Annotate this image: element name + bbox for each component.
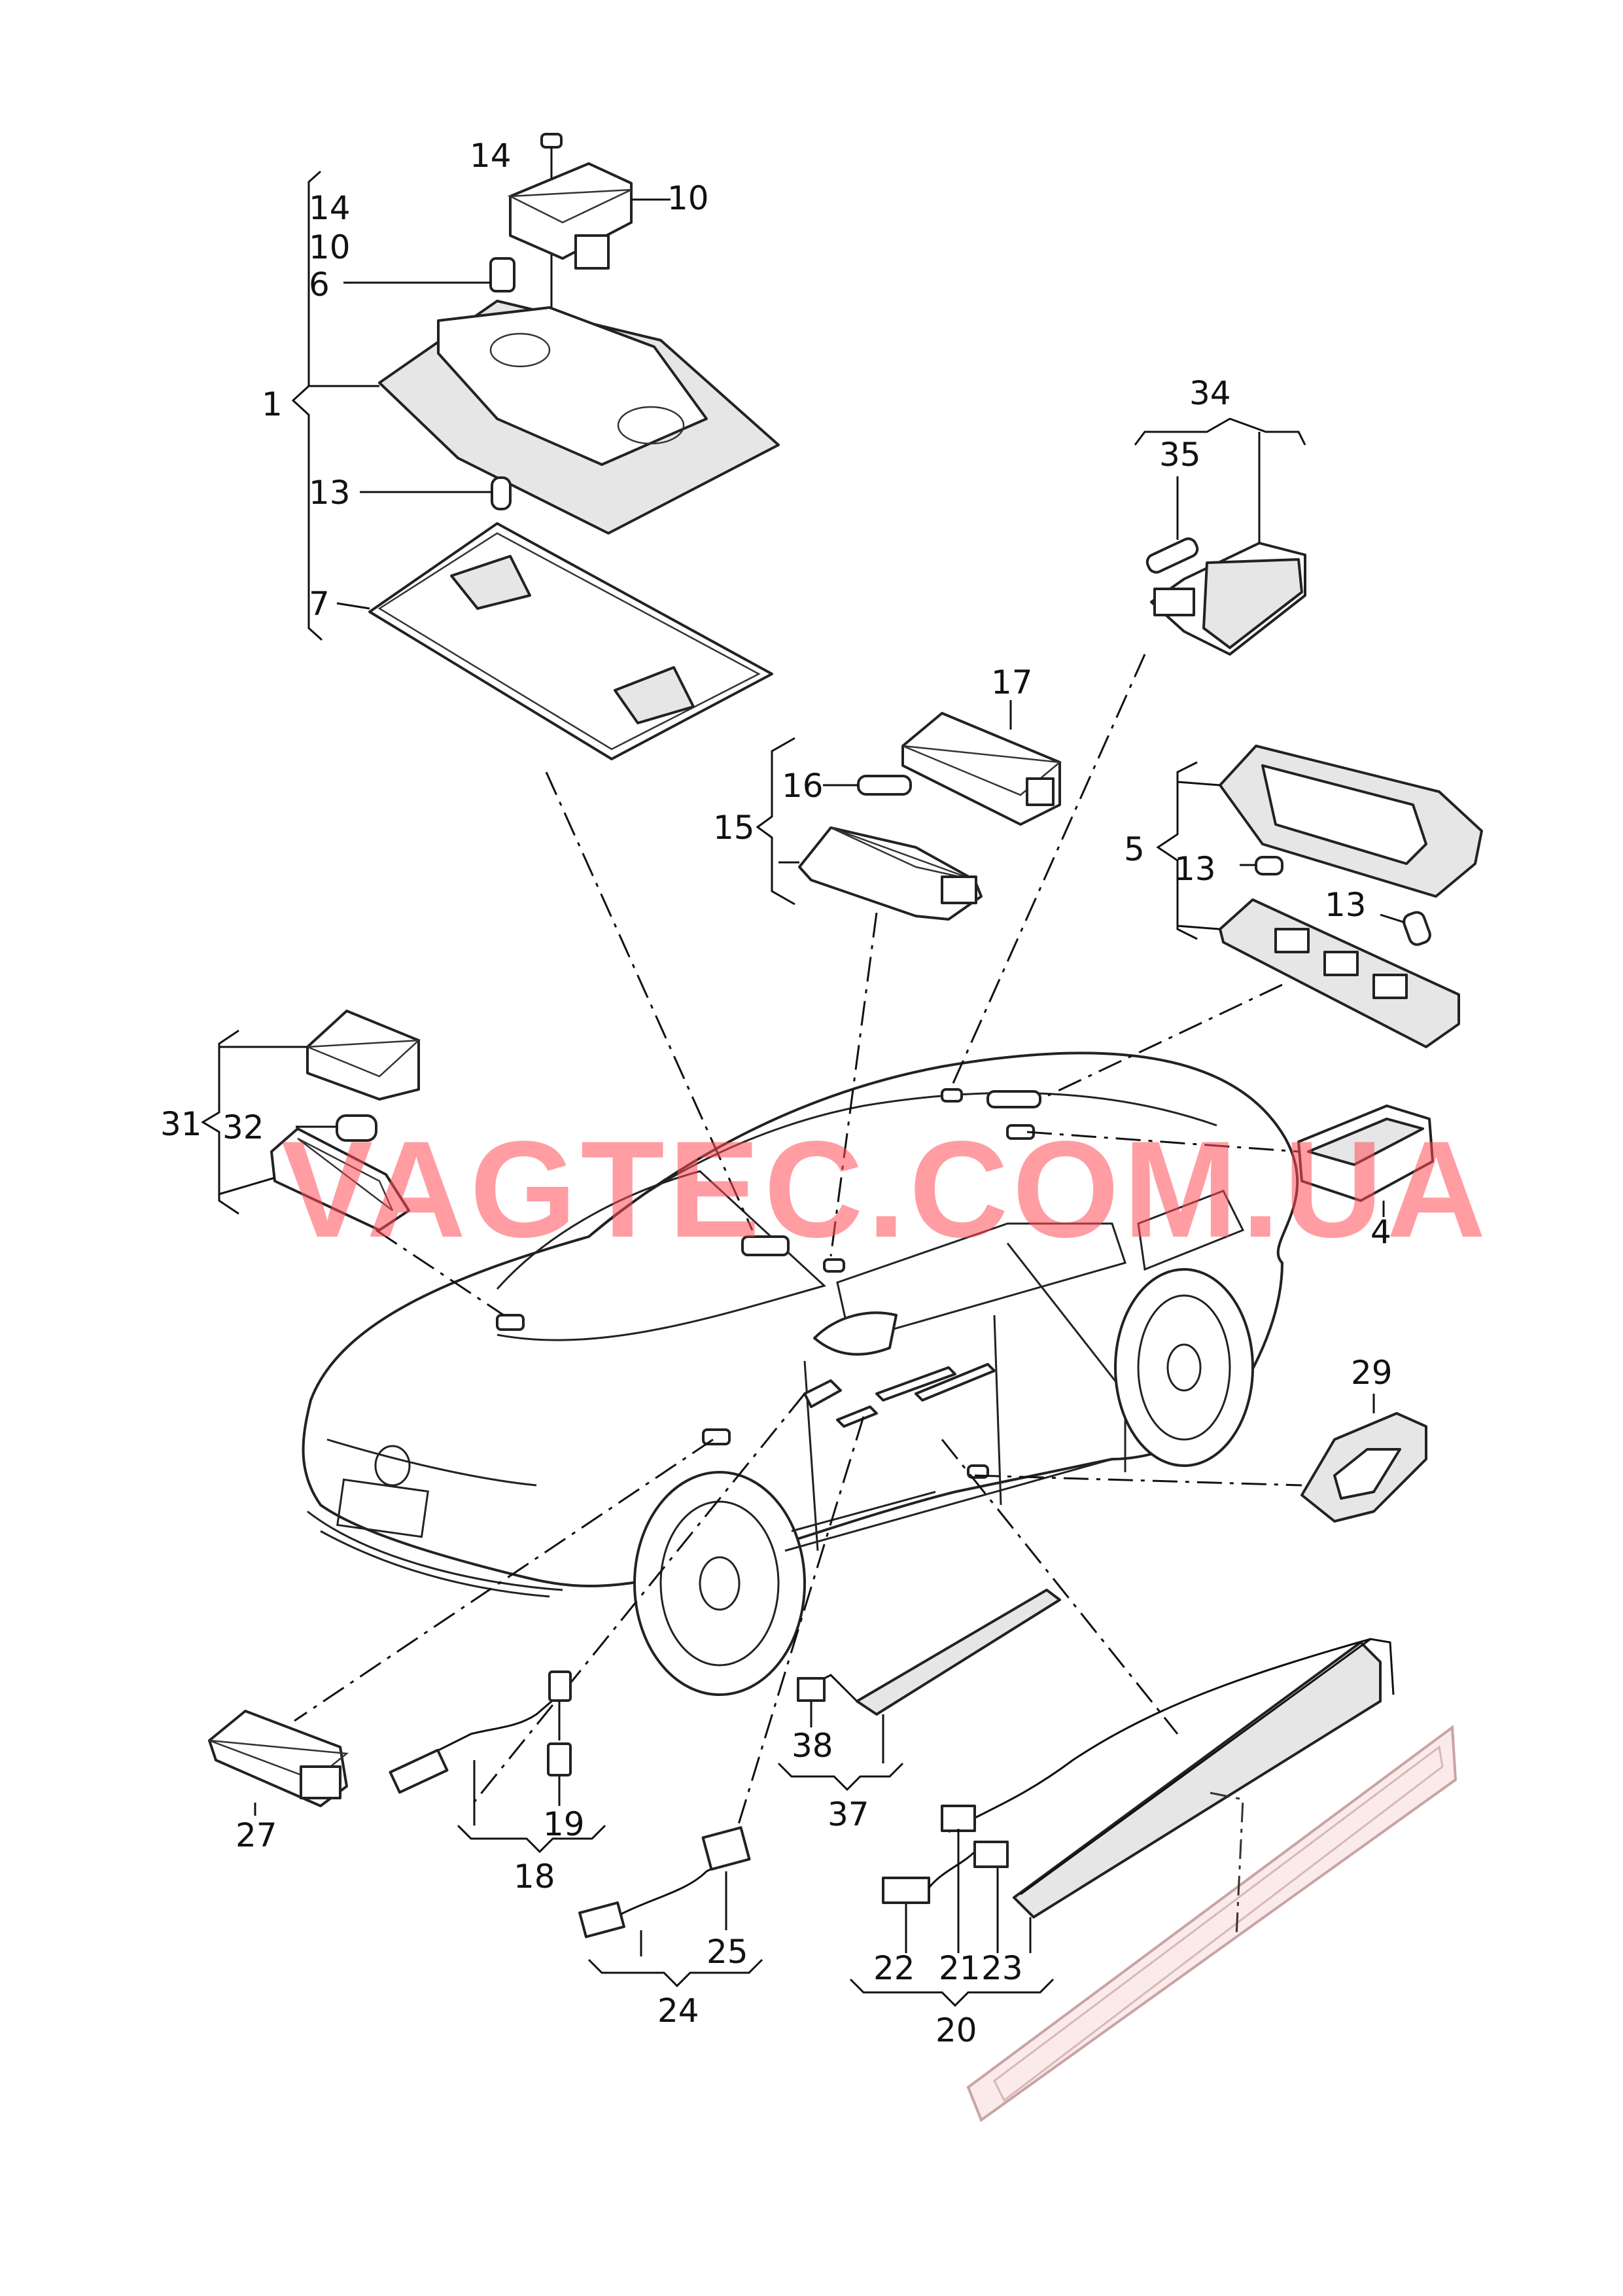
lamp-housing-5 xyxy=(1177,745,1483,898)
lamp-31 xyxy=(218,1127,410,1231)
callout-20: 20 xyxy=(935,2011,977,2049)
callout-16: 16 xyxy=(782,767,824,805)
callout-15: 15 xyxy=(713,809,755,847)
callout-34: 34 xyxy=(1189,374,1231,412)
console-housing-1 xyxy=(309,300,780,535)
car-body xyxy=(302,1051,1299,1696)
callout-10-top: 10 xyxy=(667,179,709,217)
harness-24 xyxy=(578,1826,763,1988)
bulb-13-rear-b xyxy=(1380,911,1431,946)
callout-13-top: 13 xyxy=(309,474,351,512)
callout-19: 19 xyxy=(543,1805,585,1843)
callout-35: 35 xyxy=(1159,436,1201,474)
footwell-light-assembly xyxy=(756,700,1062,921)
callout-14-top: 14 xyxy=(470,137,512,175)
callout-13-rear-b: 13 xyxy=(1325,886,1367,924)
callout-17: 17 xyxy=(991,663,1033,701)
luggage-lamp-4 xyxy=(1297,1104,1434,1217)
callout-14-list: 14 xyxy=(309,189,351,227)
lamp-17 xyxy=(901,700,1062,826)
callout-24: 24 xyxy=(657,1992,699,2030)
door-strip-20 xyxy=(849,1638,1395,2007)
bulb-16 xyxy=(823,775,912,796)
callout-1: 1 xyxy=(262,385,283,423)
callout-22: 22 xyxy=(873,1949,915,1987)
wiring-18 xyxy=(389,1670,606,1854)
lamp-34 xyxy=(1150,432,1306,656)
callout-18: 18 xyxy=(514,1858,555,1896)
roof-console-assembly xyxy=(291,133,780,760)
callout-labels: 14 10 14 10 6 1 13 7 34 35 17 16 15 5 13… xyxy=(160,137,1393,2049)
ambient-strip-37 xyxy=(777,1589,1061,1792)
bulb-13-rear-a xyxy=(1240,856,1283,875)
console-lens-7 xyxy=(336,522,773,760)
lamp-27 xyxy=(208,1710,349,1816)
clip-6 xyxy=(343,257,515,292)
reading-lamp-assembly xyxy=(1134,417,1306,656)
callout-29: 29 xyxy=(1351,1354,1393,1392)
cover-31 xyxy=(219,1010,421,1101)
callout-38: 38 xyxy=(792,1727,833,1765)
door-trim-panel xyxy=(966,1725,1457,2123)
control-module-10 xyxy=(507,162,671,270)
bulb-13-top xyxy=(360,476,512,510)
callout-7: 7 xyxy=(309,585,330,623)
watermark: VAGTEC.COM.UA xyxy=(281,1112,1490,1266)
callout-6: 6 xyxy=(309,266,330,304)
bulb-35 xyxy=(1145,476,1199,574)
callout-21: 21 xyxy=(939,1949,981,1987)
door-lamp-29 xyxy=(1300,1394,1427,1523)
callout-4: 4 xyxy=(1370,1213,1391,1251)
reference-lines xyxy=(294,654,1302,1865)
callout-10-list: 10 xyxy=(309,228,351,266)
bulb-32 xyxy=(296,1114,377,1142)
callout-37: 37 xyxy=(828,1795,869,1833)
callout-13-rear-a: 13 xyxy=(1174,850,1216,888)
callout-23: 23 xyxy=(981,1949,1023,1987)
callout-27: 27 xyxy=(236,1816,277,1854)
rear-lamp-assembly xyxy=(1156,745,1483,1048)
callout-31: 31 xyxy=(160,1105,202,1143)
callout-32: 32 xyxy=(222,1108,264,1146)
callout-5: 5 xyxy=(1124,830,1145,868)
lamp-lens-5 xyxy=(1177,898,1460,1048)
lamp-housing-15 xyxy=(778,826,983,921)
glovebox-lamp-assembly xyxy=(201,1010,421,1231)
callout-25: 25 xyxy=(707,1933,748,1971)
